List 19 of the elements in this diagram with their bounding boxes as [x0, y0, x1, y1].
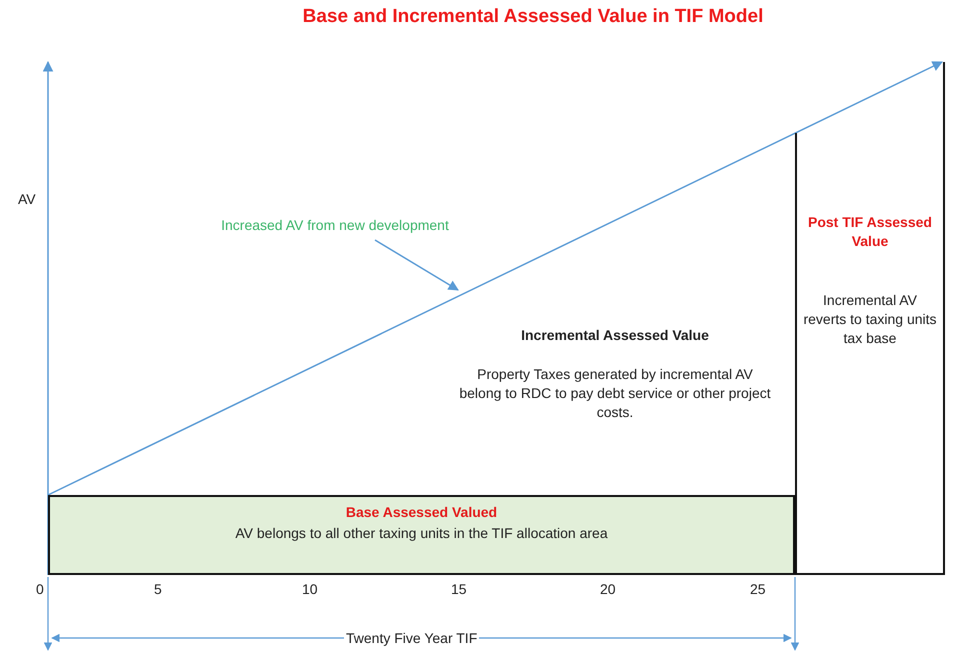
diagram-title: Base and Incremental Assessed Value in TIF Model [302, 6, 764, 28]
callout-text: Increased AV from new development [190, 216, 480, 238]
region-heading: Incremental Assessed Value [520, 326, 710, 345]
box-heading: Base Assessed Valued [344, 503, 498, 522]
box-text: AV belongs to all other taxing units in the TIF allocation area [234, 524, 609, 543]
region-text: Property Taxes generated by incremental AV belong to RDC to pay debt service or other project costs. [458, 364, 772, 422]
axis-label: AV [18, 190, 36, 209]
base-value-box [48, 495, 795, 575]
tick-label: 0 [36, 580, 44, 599]
tick-label: 15 [451, 580, 467, 599]
tick-label: 10 [302, 580, 318, 599]
panel-heading: Post TIF Assessed Value [807, 213, 933, 251]
panel-text: Incremental AV reverts to taxing units tax base [802, 290, 938, 348]
leader-arrow [374, 239, 459, 291]
growth-arrow [48, 61, 943, 496]
tick-label: 5 [154, 580, 162, 599]
tick-label: 20 [600, 580, 616, 599]
tick-label: 25 [750, 580, 766, 599]
post-tif-panel [795, 62, 945, 575]
